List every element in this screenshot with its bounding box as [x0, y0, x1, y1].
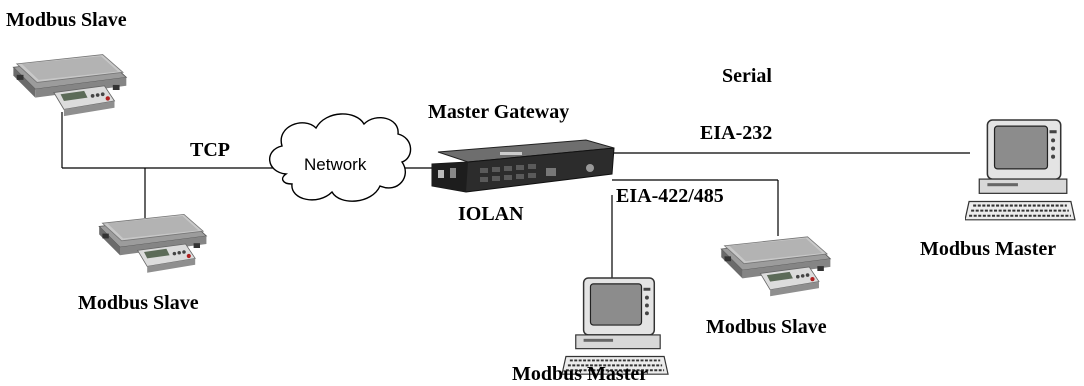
gateway-title-label: Master Gateway	[428, 101, 570, 123]
computer-terminal-icon	[965, 119, 1076, 221]
computer-terminal-icon	[562, 276, 670, 376]
serial-label: Serial	[722, 65, 772, 87]
network-label: Network	[304, 155, 367, 174]
network-cloud-icon	[269, 113, 412, 202]
connection-lines	[61, 112, 970, 278]
slave-left-label: Modbus Slave	[78, 292, 199, 314]
weighing-scale-icon	[12, 54, 127, 117]
weighing-scale-icon	[98, 213, 207, 274]
slave-right-label: Modbus Slave	[706, 316, 827, 338]
master-bottom-label: Modbus Master	[512, 363, 649, 385]
tcp-label: TCP	[190, 139, 230, 161]
weighing-scale-icon	[720, 236, 831, 297]
eia232-label: EIA-232	[700, 122, 773, 144]
master-right-label: Modbus Master	[920, 238, 1057, 260]
iolan-label: IOLAN	[458, 203, 524, 225]
eia422-label: EIA-422/485	[616, 185, 724, 207]
slave-top-label: Modbus Slave	[6, 9, 127, 31]
iolan-gateway-icon	[431, 139, 615, 193]
